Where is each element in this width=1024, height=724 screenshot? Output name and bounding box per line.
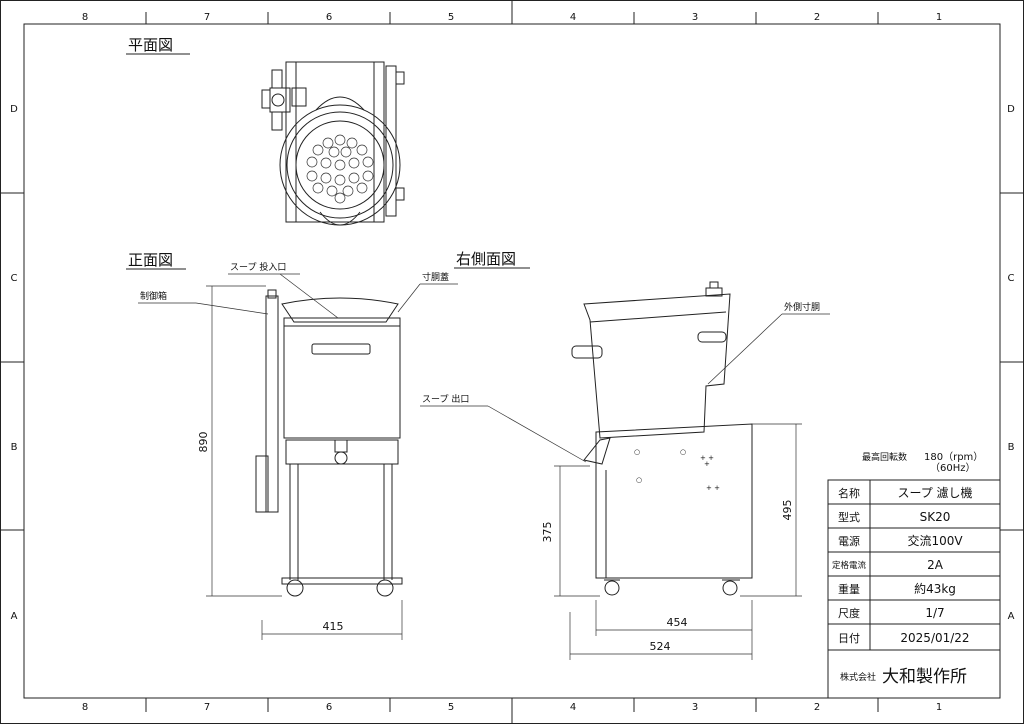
row-label: D (1007, 104, 1015, 115)
speed-value: 180（rpm） (924, 451, 983, 463)
speed-freq: （60Hz） (930, 462, 976, 474)
tb-value-power: 交流100V (907, 533, 963, 548)
row-label: A (1008, 611, 1015, 622)
dim-front-height: 890 (197, 432, 210, 453)
row-label: C (1008, 273, 1015, 284)
tb-label: 日付 (838, 632, 860, 645)
row-label: D (10, 104, 18, 115)
row-label: A (11, 611, 18, 622)
tb-value-weight: 約43kg (914, 581, 956, 596)
bottom-column-labels: 8 7 6 5 4 3 2 1 (82, 702, 942, 713)
front-view-drawing (255, 289, 403, 597)
col-label: 4 (570, 12, 576, 23)
label-soup-inlet: スープ 投入口 (230, 261, 286, 273)
svg-text:○: ○ (634, 448, 640, 456)
svg-text:+: + (704, 460, 710, 468)
svg-text:○: ○ (680, 448, 686, 456)
svg-text:+ +: + + (700, 454, 714, 462)
dim-side-lower-height: 375 (541, 522, 554, 543)
side-leaders (420, 313, 830, 463)
col-label: 2 (814, 12, 820, 23)
col-label: 1 (936, 12, 942, 23)
svg-text:+ +: + + (706, 484, 720, 492)
col-label: 6 (326, 702, 332, 713)
tb-value-name: スープ 濾し機 (897, 485, 972, 500)
col-label: 1 (936, 702, 942, 713)
speed-title: 最高回転数 (862, 451, 907, 463)
dim-side-base-width: 454 (667, 616, 688, 629)
dim-side-body-height: 495 (781, 500, 794, 521)
col-label: 2 (814, 702, 820, 713)
tb-label: 電源 (838, 534, 860, 548)
front-view-dimensions (206, 285, 403, 640)
tb-value-date: 2025/01/22 (900, 631, 969, 645)
plan-view-title: 平面図 (128, 36, 173, 54)
top-column-labels: 8 7 6 5 4 3 2 1 (82, 12, 942, 23)
col-label: 3 (692, 702, 698, 713)
title-block-grid (827, 479, 1001, 699)
col-label: 5 (448, 12, 454, 23)
col-label: 4 (570, 702, 576, 713)
company-prefix: 株式会社 (840, 671, 876, 683)
tb-value-current: 2A (927, 558, 944, 572)
row-label: B (11, 442, 18, 453)
drawing-border (23, 23, 1001, 699)
right-side-view-drawing (571, 281, 753, 596)
plan-view-drawing (261, 61, 405, 226)
tb-label: 定格電流 (832, 560, 867, 571)
title-block-labels: 名称 型式 電源 定格電流 重量 尺度 日付 (832, 486, 867, 645)
tb-value-model: SK20 (920, 510, 951, 524)
col-label: 7 (204, 12, 210, 23)
strainer-holes (306, 134, 374, 204)
tb-label: 型式 (838, 510, 860, 524)
title-block-values: スープ 濾し機 SK20 交流100V 2A 約43kg 1/7 2025/01… (897, 485, 972, 645)
label-control-box: 制御箱 (140, 290, 167, 302)
front-view-title: 正面図 (128, 251, 173, 269)
side-panel-marks: + ++ + +○ ○○ (634, 448, 720, 492)
col-label: 7 (204, 702, 210, 713)
col-label: 6 (326, 12, 332, 23)
dim-side-total-width: 524 (650, 640, 671, 653)
row-label: C (11, 273, 18, 284)
svg-text:○: ○ (636, 476, 642, 484)
front-leaders (138, 273, 458, 319)
right-side-view-title: 右側面図 (456, 250, 516, 268)
col-label: 8 (82, 12, 88, 23)
label-outer-drum: 外側寸胴 (784, 301, 820, 313)
col-label: 8 (82, 702, 88, 713)
row-labels: D C B A D C B A (10, 104, 1015, 622)
dim-front-width: 415 (323, 620, 344, 633)
col-label: 3 (692, 12, 698, 23)
tb-label: 尺度 (838, 606, 860, 620)
tb-value-scale: 1/7 (925, 606, 944, 620)
tb-label: 重量 (838, 582, 860, 596)
company-name: 大和製作所 (882, 667, 967, 687)
label-soup-outlet: スープ 出口 (422, 393, 469, 405)
side-view-dimensions (554, 423, 802, 660)
label-drum-lid: 寸胴蓋 (422, 271, 449, 283)
col-label: 5 (448, 702, 454, 713)
tb-label: 名称 (838, 486, 860, 500)
row-label: B (1008, 442, 1015, 453)
